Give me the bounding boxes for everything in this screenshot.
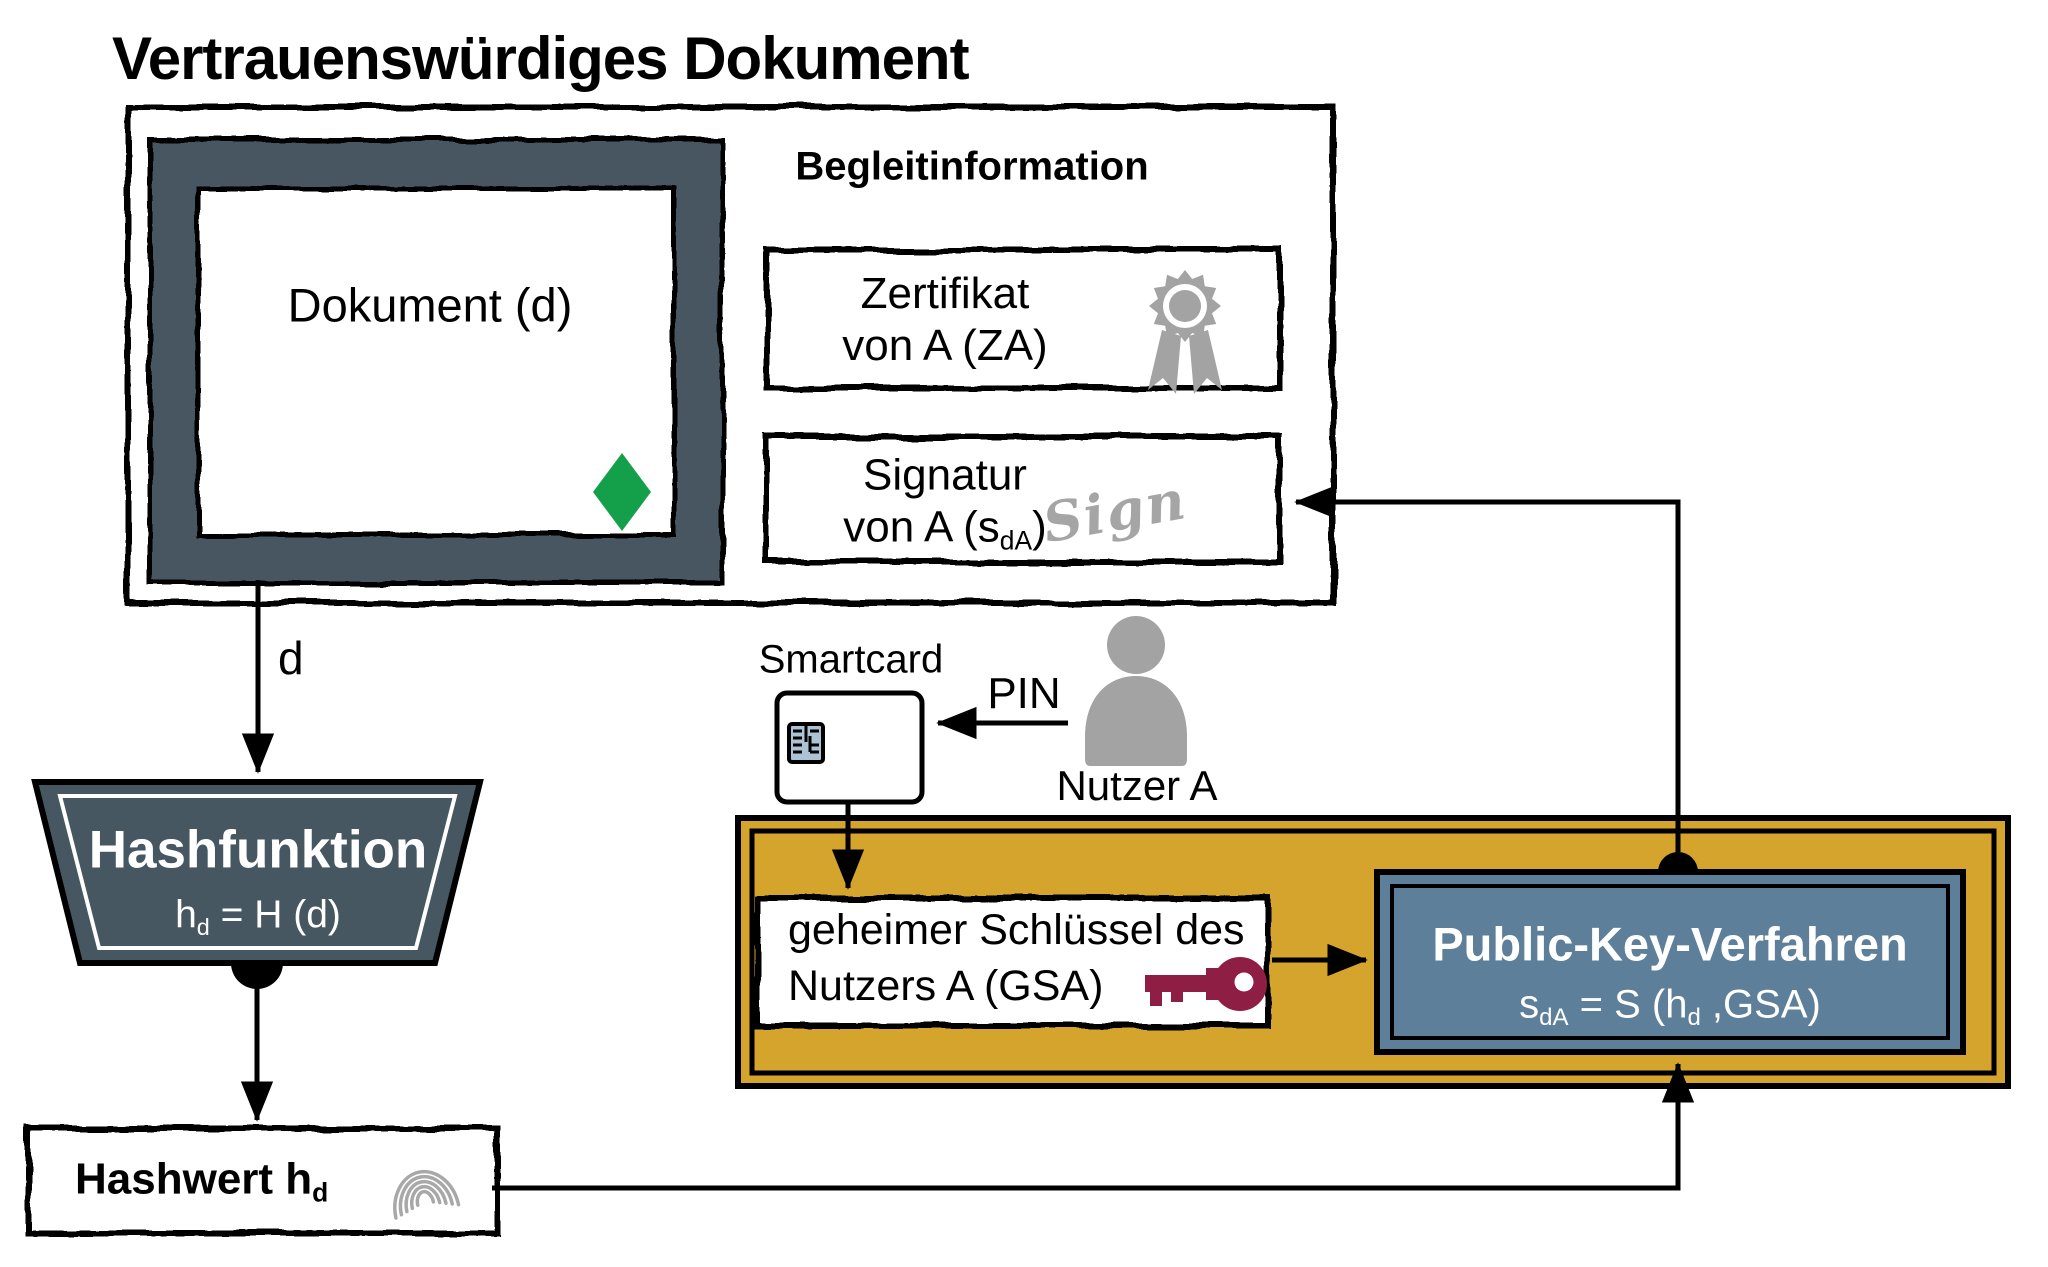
hash-function-trapezoid — [31, 779, 484, 966]
d-arrow-label: d — [278, 631, 304, 684]
arrow-pk-to-signatur — [1294, 485, 1681, 856]
connector-dot-pk — [1658, 852, 1698, 872]
begleitinformation-heading: Begleitinformation — [795, 144, 1149, 189]
hash-function-formula: hd = H (d) — [175, 893, 341, 940]
public-key-formula: sdA = S (hd ,GSA) — [1519, 982, 1821, 1032]
page-title: Vertrauenswürdiges Dokument — [112, 25, 970, 92]
gsa-label: geheimer Schlüssel des Nutzers A (GSA) — [788, 903, 1245, 1015]
smartcard-label: Smartcard — [758, 637, 944, 682]
document-label: Dokument (d) — [287, 278, 573, 332]
user-label: Nutzer A — [1056, 762, 1218, 810]
public-key-title: Public-Key-Verfahren — [1432, 917, 1908, 971]
certificate-medal-icon — [1148, 270, 1222, 394]
zertifikat-line2: von A (ZA) — [842, 321, 1048, 370]
key-icon — [1145, 957, 1267, 1011]
signatur-line2: von A (sdA) — [843, 502, 1047, 556]
gsa-line1: geheimer Schlüssel des — [788, 906, 1245, 954]
signatur-line1: Signatur — [863, 450, 1027, 500]
connectors — [240, 485, 1695, 1191]
connector-dot-hash — [231, 963, 283, 989]
hash-value-label: Hashwert hd — [75, 1154, 329, 1208]
smartcard-icon — [774, 690, 925, 805]
arrow-hashwert-to-pk — [492, 1062, 1695, 1191]
person-icon — [1085, 616, 1187, 766]
hash-function-title: Hashfunktion — [88, 820, 428, 880]
pin-label: PIN — [987, 669, 1061, 719]
zertifikat-line1: Zertifikat — [860, 269, 1030, 319]
fingerprint-icon — [393, 1169, 461, 1220]
gsa-line2: Nutzers A (GSA) — [788, 961, 1104, 1010]
document-frame — [147, 137, 725, 586]
gsa-frame — [754, 895, 1271, 1029]
diamond-icon — [593, 453, 651, 531]
hashwert-frame — [25, 1125, 500, 1236]
signatur-label: Signatur von A (sdA) — [843, 449, 1046, 556]
signatur-frame — [764, 434, 1283, 565]
zertifikat-label: Zertifikat von A (ZA) — [842, 268, 1047, 372]
